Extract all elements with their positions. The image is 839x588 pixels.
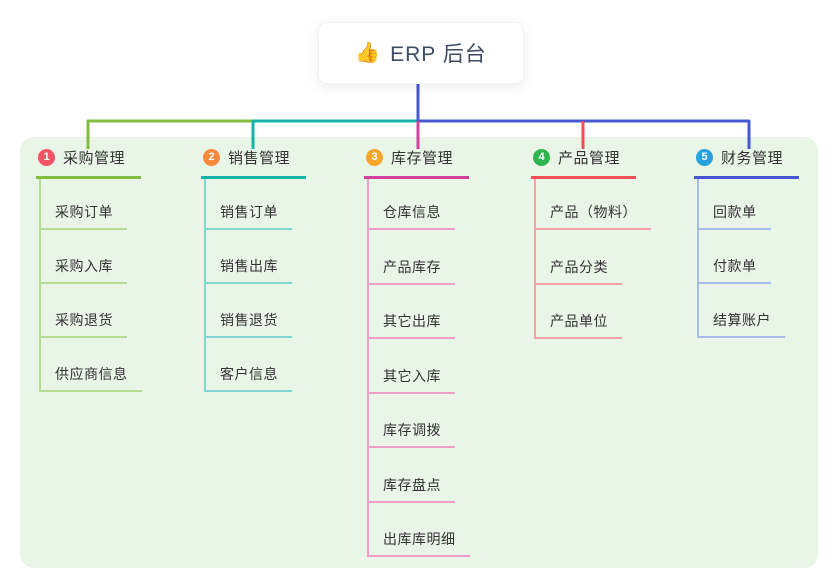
branch-label: 库存管理	[391, 149, 454, 167]
node-purchase-order[interactable]: 采购订单	[40, 202, 127, 230]
branch-purchase-childline	[39, 179, 41, 392]
node-supplier-info[interactable]: 供应商信息	[40, 364, 142, 392]
node-product-category[interactable]: 产品分类	[535, 257, 622, 285]
node-other-inbound[interactable]: 其它入库	[368, 366, 455, 394]
branch-number-badge: 1	[38, 148, 55, 166]
branch-product-childline	[534, 179, 536, 339]
branch-purchase[interactable]: 1 采购管理	[36, 146, 142, 179]
root-node[interactable]: 👍 ERP 后台	[318, 22, 524, 84]
root-node-label: ERP 后台	[390, 43, 487, 66]
node-inout-detail[interactable]: 出库库明细	[368, 529, 470, 557]
branch-sales[interactable]: 2 销售管理	[201, 146, 307, 179]
node-sales-order[interactable]: 销售订单	[205, 202, 292, 230]
branch-number-badge: 4	[533, 148, 550, 166]
branch-product[interactable]: 4 产品管理	[531, 146, 637, 179]
node-warehouse-info[interactable]: 仓库信息	[368, 202, 455, 230]
node-payment-bill[interactable]: 付款单	[698, 256, 771, 284]
branch-sales-childline	[204, 179, 206, 392]
thumbs-up-icon: 👍	[355, 42, 381, 64]
node-product-stock[interactable]: 产品库存	[368, 257, 455, 285]
branch-label: 采购管理	[63, 149, 126, 167]
node-purchase-return[interactable]: 采购退货	[40, 310, 127, 338]
node-customer-info[interactable]: 客户信息	[205, 364, 292, 392]
branch-number-badge: 2	[203, 148, 220, 166]
node-sales-return[interactable]: 销售退货	[205, 310, 292, 338]
branch-label: 销售管理	[228, 149, 291, 167]
node-product-material[interactable]: 产品（物料）	[535, 202, 651, 230]
node-stock-transfer[interactable]: 库存调拨	[368, 420, 455, 448]
branch-inventory-childline	[367, 179, 369, 557]
node-receipt-bill[interactable]: 回款单	[698, 202, 771, 230]
node-settlement-account[interactable]: 结算账户	[698, 310, 785, 338]
branch-finance[interactable]: 5 财务管理	[694, 146, 800, 179]
connector-branch-2	[251, 119, 418, 149]
branch-label: 财务管理	[721, 149, 784, 167]
node-sales-outbound[interactable]: 销售出库	[205, 256, 292, 284]
node-stock-count[interactable]: 库存盘点	[368, 475, 455, 503]
branches-panel	[20, 137, 818, 568]
branch-label: 产品管理	[558, 149, 621, 167]
node-product-unit[interactable]: 产品单位	[535, 311, 622, 339]
connector-branch-1	[86, 119, 253, 149]
branch-finance-childline	[697, 179, 699, 338]
branch-number-badge: 3	[366, 148, 383, 166]
node-other-outbound[interactable]: 其它出库	[368, 311, 455, 339]
branch-inventory[interactable]: 3 库存管理	[364, 146, 470, 179]
branch-number-badge: 5	[696, 148, 713, 166]
node-purchase-inbound[interactable]: 采购入库	[40, 256, 127, 284]
